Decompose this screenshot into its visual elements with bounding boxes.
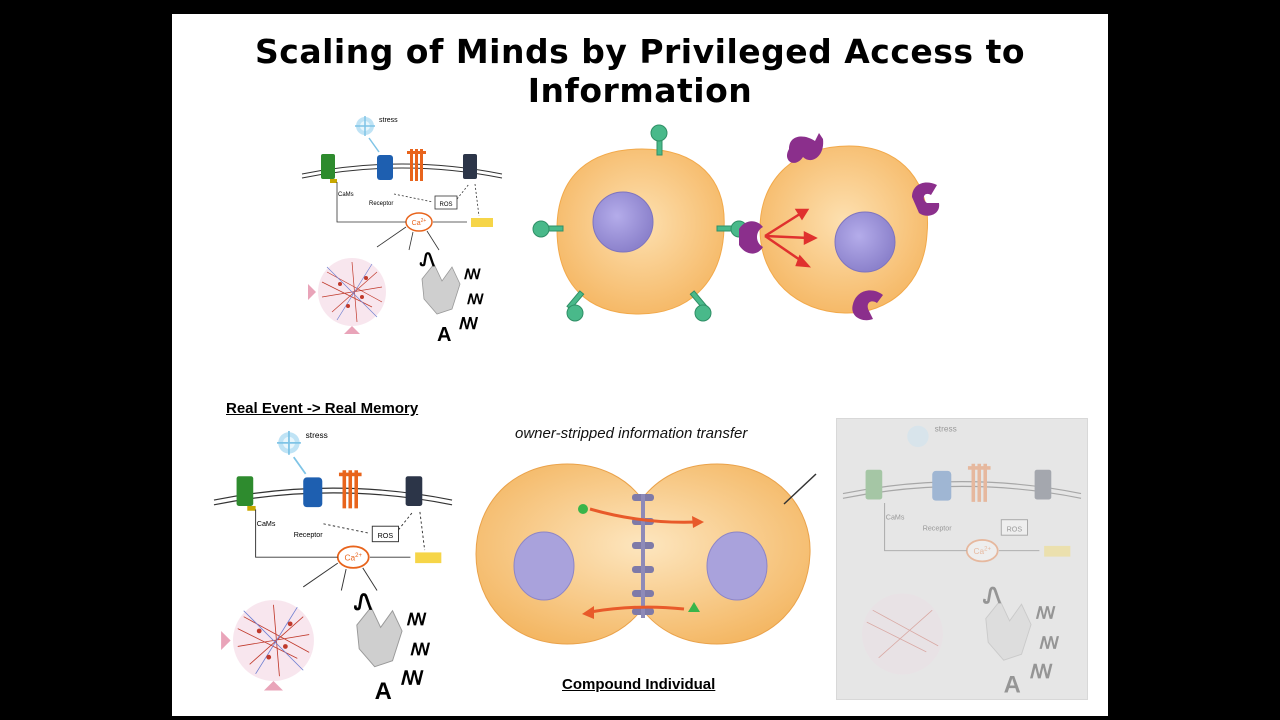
faded-diagram-panel: stress CaMs Receptor ROS Ca2+ Ꮑ ꟿ ꟿ A ꟿ: [836, 418, 1088, 700]
compound-individual-label: Compound Individual: [562, 676, 716, 693]
stress-label: stress: [379, 117, 398, 124]
right-nucleus: [706, 531, 768, 601]
ros-label: ROS: [1007, 526, 1023, 534]
glyph-4: A: [375, 678, 392, 703]
receptor-label: Receptor: [294, 531, 324, 539]
glyph-3: ꟿ: [1039, 633, 1060, 652]
receptor-label: Receptor: [369, 201, 393, 207]
two-cells-diagram: [532, 124, 940, 322]
glyph-5: ꟿ: [401, 669, 424, 690]
slide: Scaling of Minds by Privileged Access to…: [172, 14, 1108, 716]
glyph-2: ꟿ: [1036, 604, 1057, 623]
calcium-label: Ca2+: [345, 553, 363, 563]
stress-label: stress: [306, 430, 328, 440]
signaling-diagram-bottom: stress CaMs Receptor ROS Ca2+: [213, 430, 453, 703]
stress-label: stress: [935, 424, 957, 434]
surface-plot: [421, 263, 461, 315]
green-triangle: [688, 602, 700, 612]
left-nucleus: [592, 191, 654, 253]
signaling-diagram-faded: stress CaMs Receptor ROS Ca2+ Ꮑ ꟿ ꟿ A ꟿ: [842, 424, 1082, 698]
orange-channel: [407, 149, 426, 181]
protein-network: [221, 600, 314, 691]
glyph-1: Ꮑ: [419, 250, 435, 270]
glyph-2: ꟿ: [407, 610, 428, 629]
transfer-caption: owner-stripped information transfer: [515, 425, 748, 442]
transfer-arrow-right: [589, 507, 698, 524]
glyph-3: ꟿ: [410, 640, 431, 659]
purple-receptors: [739, 133, 940, 321]
transfer-arrow-left: [589, 605, 685, 614]
right-nucleus: [834, 211, 896, 273]
signal-arrows: [764, 208, 818, 268]
snowflake-icon: [277, 430, 301, 455]
membrane-channel-green: [321, 154, 335, 179]
ros-label: ROS: [439, 202, 452, 208]
calcium-label: Ca2+: [974, 546, 992, 556]
receptor-block: [377, 155, 393, 180]
glyph-5: ꟿ: [459, 316, 479, 333]
signaling-diagram-top: stress CaMs Receptor ROS Ca2+: [301, 116, 503, 344]
cams-label: CaMs: [886, 514, 905, 522]
glyph-3: ꟿ: [467, 291, 484, 307]
real-event-label: Real Event -> Real Memory: [226, 400, 419, 417]
protein-network: [308, 258, 386, 334]
glyph-1: Ꮑ: [353, 591, 372, 615]
glyph-4: A: [437, 324, 451, 344]
slide-title: Scaling of Minds by Privileged Access to…: [254, 32, 1026, 110]
yellow-target: [471, 218, 493, 227]
compound-individual-diagram: [475, 463, 817, 645]
glyph-4: A: [1004, 671, 1021, 698]
cams-label: CaMs: [257, 520, 276, 528]
green-dot: [578, 504, 588, 514]
ros-label: ROS: [378, 532, 394, 540]
glyph-1: Ꮑ: [982, 584, 1001, 608]
snowflake-icon: [355, 116, 375, 136]
receptor-label: Receptor: [923, 524, 953, 532]
membrane-channel-navy: [463, 154, 477, 179]
left-nucleus: [513, 531, 575, 601]
surface-plot: [356, 606, 403, 668]
glyph-5: ꟿ: [1030, 662, 1053, 683]
glyph-2: ꟿ: [464, 266, 481, 282]
cams-label: CaMs: [338, 192, 354, 198]
calcium-label: Ca2+: [412, 218, 427, 227]
